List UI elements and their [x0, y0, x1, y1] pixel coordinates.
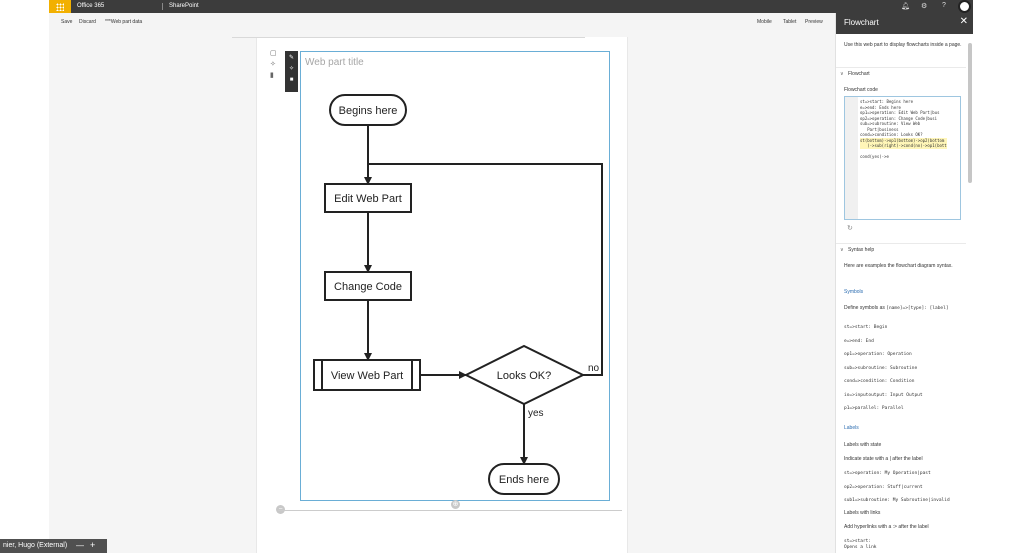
code-line: op1=>operation: Edit Web Part|bus — [860, 110, 940, 115]
bell-icon[interactable]: 🔔︎ — [901, 3, 910, 10]
symbol-example: e=>end: End — [844, 338, 874, 344]
user-avatar[interactable] — [958, 0, 971, 13]
code-line: st(bottom)->op1(bottom)->op2(bottom — [860, 137, 947, 143]
change-code-node — [324, 271, 412, 301]
preview-button[interactable]: Preview — [805, 19, 823, 25]
symbol-example: st=>start: Begin — [844, 325, 888, 330]
add-section-line[interactable] — [278, 510, 622, 511]
app-launcher-icon[interactable] — [49, 0, 71, 13]
link-example-2: Opens a link — [844, 545, 877, 550]
code-line: cond(yes)->e — [860, 154, 889, 159]
minimize-button[interactable]: — — [76, 541, 84, 550]
change-code-label: Change Code — [334, 281, 402, 293]
labels-state-title: Labels with state — [844, 442, 882, 448]
sharepoint-link[interactable]: SharePoint — [169, 3, 199, 9]
looks-ok-label: Looks OK? — [497, 370, 551, 382]
labels-heading: Labels — [844, 425, 859, 431]
link-example-1: st=>start: — [844, 539, 872, 544]
move-icon[interactable]: ✧ — [270, 61, 276, 68]
symbol-example: p1=>parallel: Parallel — [844, 406, 904, 411]
no-label: no — [588, 363, 600, 374]
pane-description: Use this web part to display flowcharts … — [844, 42, 962, 48]
start-label: Begins here — [339, 105, 398, 117]
save-button[interactable]: Save — [61, 19, 73, 25]
symbol-example: io=>inputoutput: Input Output — [844, 392, 923, 398]
code-line: st=>start: Begins here — [860, 99, 913, 104]
webpart-toolbar: ✎ ✧ ■ — [285, 51, 298, 92]
property-pane-title: Flowchart — [844, 18, 879, 27]
webpart-title-input[interactable]: Web part title — [305, 57, 364, 68]
start-terminal — [329, 94, 407, 126]
symbols-heading: Symbols — [844, 289, 864, 295]
flowchart-section-toggle[interactable]: ∨ Flowchart — [836, 67, 966, 79]
looks-ok-condition — [463, 344, 586, 406]
arrow-no-loop — [368, 163, 603, 376]
symbol-example: cond=>condition: Condition — [844, 379, 915, 384]
label-example: op2=>operation: Stuff|current — [844, 484, 923, 490]
suite-separator — [162, 3, 163, 10]
add-section-icon[interactable]: − — [276, 505, 285, 514]
property-pane: Flowchart ✕ Use this web part to display… — [835, 13, 973, 553]
office365-link[interactable]: Office 365 — [77, 3, 105, 9]
code-gutter — [845, 97, 858, 219]
discard-button[interactable]: Discard — [79, 19, 96, 25]
code-line: Part|business — [860, 126, 899, 132]
mobile-button[interactable]: Mobile — [757, 19, 772, 25]
tablet-button[interactable]: Tablet — [783, 19, 797, 25]
label-example: st=>operation: My Operation|past — [844, 471, 931, 476]
code-line: )->sub(right)->cond(no)->op1(bott — [860, 143, 947, 149]
property-pane-header: Flowchart ✕ — [836, 13, 973, 34]
gear-icon[interactable]: ⚙ — [921, 3, 928, 10]
move-icon[interactable]: ✧ — [288, 66, 295, 72]
labels-links-text: Add hyperlinks with a :> after the label — [844, 524, 929, 530]
refresh-icon[interactable]: ↻ — [847, 225, 853, 232]
add-button[interactable]: + — [90, 540, 96, 550]
pane-scrollbar[interactable] — [968, 43, 972, 183]
syntax-section-toggle[interactable]: ∨ Syntax help — [836, 243, 966, 255]
command-bar: Save Discard ***Web part data Mobile Tab… — [49, 13, 835, 30]
end-label: Ends here — [499, 474, 549, 486]
delete-icon[interactable]: ▮ — [270, 72, 274, 79]
view-webpart-label: View Web Part — [331, 370, 403, 382]
code-line: e=>end: Ends here — [860, 104, 901, 110]
resize-handle-icon[interactable]: ⊕ — [451, 500, 460, 509]
edit-webpart-label: Edit Web Part — [334, 193, 402, 205]
comment-icon[interactable]: ▢ — [270, 50, 277, 57]
define-symbols-text: Define symbols as [name]=>[type]: [label… — [844, 305, 949, 311]
section-tools: ▢ ✧ ▮ — [270, 48, 277, 81]
save-status: ***Web part data — [105, 19, 143, 25]
code-line: sub=>subroutine: View Web — [860, 121, 921, 126]
close-icon[interactable]: ✕ — [959, 16, 968, 27]
participant-name: nier, Hugo (External) — [3, 542, 68, 549]
edit-webpart-node — [324, 183, 412, 213]
chevron-down-icon: ∨ — [840, 247, 844, 253]
syntax-section-label: Syntax help — [848, 247, 875, 253]
yes-label: yes — [528, 408, 544, 419]
view-webpart-node — [313, 359, 421, 391]
chevron-down-icon: ∨ — [840, 71, 844, 77]
help-icon[interactable]: ? — [942, 2, 946, 9]
flowchart-section-label: Flowchart — [848, 71, 870, 77]
code-line: op2=>operation: Change Code|busi — [860, 115, 938, 121]
edit-icon[interactable]: ✎ — [288, 55, 295, 61]
labels-state-text: Indicate state with a | after the label — [844, 456, 923, 462]
symbol-example: sub=>subroutine: Subroutine — [844, 365, 918, 371]
symbol-example: op1=>operation: Operation — [844, 352, 912, 357]
delete-icon[interactable]: ■ — [289, 77, 294, 83]
code-line: cond=>condition: Looks OK? — [860, 132, 923, 137]
label-example: sub1=>subroutine: My Subroutine|invalid — [844, 498, 950, 503]
labels-links-title: Labels with links — [844, 510, 881, 516]
flowchart-diagram: Begins here Edit Web Part Change Code Vi… — [313, 94, 603, 495]
flowchart-code-label: Flowchart code — [844, 87, 878, 93]
end-terminal — [488, 463, 560, 495]
syntax-intro: Here are examples the flowchart diagram … — [844, 263, 953, 269]
suite-bar: Office 365 SharePoint 🔔︎ ⚙ ? — [49, 0, 973, 13]
participant-chip: nier, Hugo (External) — + — [0, 539, 107, 553]
section-divider — [232, 37, 585, 38]
